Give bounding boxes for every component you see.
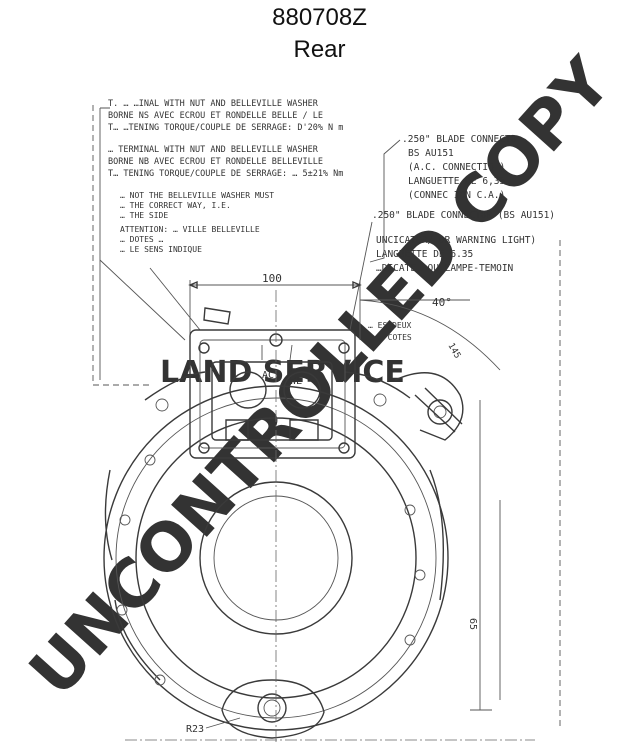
svg-text:… ES DEUX: … ES DEUX [368, 321, 412, 330]
dimension-width: 100 [188, 272, 362, 340]
svg-text:LANGUETTE DE 6.35: LANGUETTE DE 6.35 [376, 249, 473, 260]
svg-text:65: 65 [467, 618, 478, 630]
svg-text:145: 145 [445, 342, 462, 361]
svg-text:… THE CORRECT WAY, I.E.: … THE CORRECT WAY, I.E. [120, 201, 231, 210]
note-terminal-2: … TERMINAL WITH NUT AND BELLEVILLE WASHE… [108, 145, 343, 179]
svg-text:.250" BLADE CONNECTO: .250" BLADE CONNECTO [402, 134, 517, 145]
svg-text:T. … …INAL WITH NUT AND BELLEV: T. … …INAL WITH NUT AND BELLEVILLE WASHE… [108, 99, 319, 109]
svg-text:BORNE NB AVEC ECROU ET RONDELL: BORNE NB AVEC ECROU ET RONDELLE BELLEVIL… [108, 157, 323, 167]
svg-text:… THE SIDE: … THE SIDE [120, 211, 168, 220]
svg-text:40°: 40° [432, 296, 452, 309]
svg-text:R23: R23 [186, 724, 204, 735]
svg-text:BORNE NS AVEC ECROU ET RONDELL: BORNE NS AVEC ECROU ET RONDELLE BELLE / … [108, 111, 323, 121]
svg-text:BS AU151: BS AU151 [408, 148, 454, 159]
svg-text:T… …TENING TORQUE/COUPLE DE SE: T… …TENING TORQUE/COUPLE DE SERRAGE: D'2… [108, 123, 343, 133]
view-label: Rear [293, 36, 346, 63]
note-blade-wl: .250" BLADE CONNECTOR (BS AU151) UNCICAT… [372, 210, 555, 274]
svg-text:UNCICATOR/ OR WARNING LIGHT): UNCICATOR/ OR WARNING LIGHT) [376, 235, 536, 246]
dimension-height: 65 [467, 400, 501, 711]
svg-text:… COTES: … COTES [378, 333, 412, 342]
mounting-ear-right [394, 372, 464, 441]
note-belleville: … NOT THE BELLEVILLE WASHER MUST … THE C… [120, 191, 274, 254]
mounting-foot-bottom: R23 [186, 679, 325, 739]
svg-text:ATTENTION: … VILLE BELLEVILLE: ATTENTION: … VILLE BELLEVILLE [120, 225, 260, 234]
terminal-wl-label: WL [290, 376, 302, 387]
side-lugs [104, 393, 445, 686]
svg-text:.250" BLADE CONNECTOR (BS AU15: .250" BLADE CONNECTOR (BS AU151) [372, 210, 555, 221]
note-blade-ac: .250" BLADE CONNECTO BS AU151 (A.C. CONN… [402, 134, 517, 201]
watermark-diagonal-text: UNCONTROLLED COPY [15, 43, 627, 711]
svg-text:(CONNEC ION C.A.): (CONNEC ION C.A.) [408, 190, 505, 201]
note-terminal-1: T. … …INAL WITH NUT AND BELLEVILLE WASHE… [108, 99, 343, 133]
part-number-title: 880708Z [272, 4, 367, 31]
drawing-frame [92, 105, 561, 741]
watermark: LAND SERVICE UNCONTROLLED COPY [15, 43, 627, 711]
svg-text:…DICATE… OU LAMPE-TEMOIN: …DICATE… OU LAMPE-TEMOIN [376, 263, 514, 274]
svg-text:… LE SENS INDIQUE: … LE SENS INDIQUE [120, 245, 202, 254]
svg-text:… NOT THE BELLEVILLE WASHER MU: … NOT THE BELLEVILLE WASHER MUST [120, 191, 274, 200]
terminal-ac-label: AC [262, 370, 274, 381]
note-other: … ES DEUX … COTES [368, 321, 412, 342]
svg-text:… DOTES …: … DOTES … [120, 235, 164, 244]
svg-text:LANGUETTE DE 6,35: LANGUETTE DE 6,35 [408, 176, 505, 187]
leader-lines [99, 139, 401, 341]
svg-text:(A.C. CONNECTIO ): (A.C. CONNECTIO ) [408, 162, 505, 173]
svg-text:… TERMINAL WITH NUT AND BELLEV: … TERMINAL WITH NUT AND BELLEVILLE WASHE… [108, 145, 319, 155]
svg-text:100: 100 [262, 272, 282, 285]
svg-text:T… TENING TORQUE/COUPLE DE SER: T… TENING TORQUE/COUPLE DE SERRAGE: … 5±… [108, 169, 343, 179]
terminal-block: AC WL [189, 307, 356, 459]
